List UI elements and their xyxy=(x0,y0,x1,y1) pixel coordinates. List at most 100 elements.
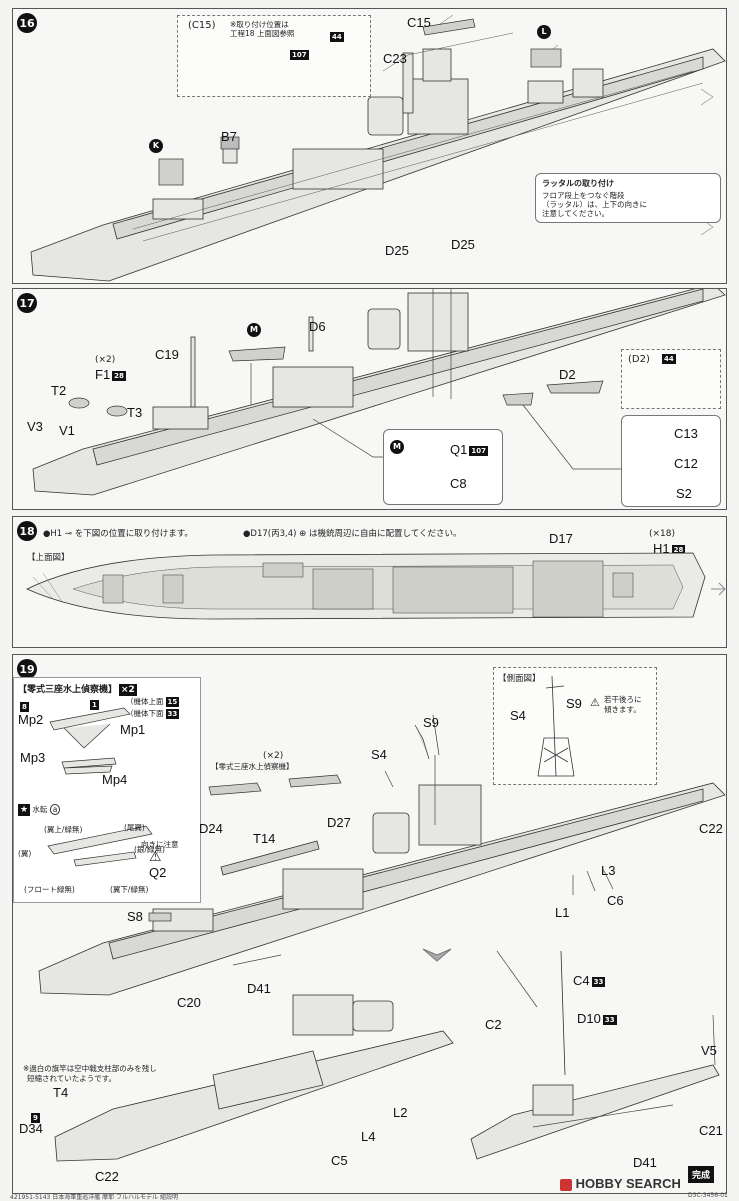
caution-icon: ⚠ xyxy=(149,849,162,865)
label-c22: C22 xyxy=(699,821,723,836)
label-d41: D41 xyxy=(247,981,271,996)
label-c5: C5 xyxy=(331,1153,348,1168)
d2-inset: (D2) 44 xyxy=(621,349,721,409)
label-c23: C23 xyxy=(383,51,407,66)
label-c21: C21 xyxy=(699,1123,723,1138)
color-tag: 28 xyxy=(112,370,126,381)
label-mp3: Mp3 xyxy=(20,750,46,765)
label-c19: C19 xyxy=(155,347,179,362)
step-number: 18 xyxy=(17,521,37,541)
label-c12: C12 xyxy=(674,456,698,471)
ladder-note: ラッタルの取り付け フロア段上をつなぐ階段 （ラッタル）は、上下の向きに 注意し… xyxy=(535,173,721,223)
sub-assembly-k-icon: K xyxy=(149,138,163,153)
label-mp2: Mp2 xyxy=(18,712,44,727)
label-c8: C8 xyxy=(450,476,467,491)
label-d17: D17 xyxy=(549,531,573,546)
color-tag: 107 xyxy=(469,445,488,456)
label-s4-side: S4 xyxy=(510,708,526,723)
label-c2: C2 xyxy=(485,1017,502,1032)
label-d25-right: D25 xyxy=(451,237,475,252)
label-c20: C20 xyxy=(177,995,201,1010)
label-d34: D34 xyxy=(19,1121,43,1136)
sub-assembly-m-icon: M xyxy=(390,439,404,454)
label-d41-2: D41 xyxy=(633,1155,657,1170)
label-t4: T4 xyxy=(53,1085,69,1100)
sub-assembly-l-icon: L xyxy=(537,24,551,39)
color-tag: 8 xyxy=(20,702,29,712)
label-d2: D2 xyxy=(559,367,576,382)
sub-assembly-m-icon: M xyxy=(247,322,261,337)
label-c15: C15 xyxy=(407,15,431,30)
color-tag: 44 xyxy=(330,32,344,42)
label-s9-side: S9 xyxy=(566,696,582,711)
top-view-drawing xyxy=(26,552,726,620)
color-tag: 15 xyxy=(165,697,180,707)
label-q2: Q2 xyxy=(149,865,167,880)
done-badge: 完成 xyxy=(688,1166,715,1183)
page-code: D3C-3456-01 xyxy=(688,1192,728,1199)
c12-assembly-inset: C13 C12 S2 xyxy=(621,415,721,507)
color-tag: 28 xyxy=(671,544,686,555)
label-d27: D27 xyxy=(327,815,351,830)
label-v1: V1 xyxy=(59,423,75,438)
decal-star-icon: ★ xyxy=(18,804,30,816)
step-16-panel: 16 xyxy=(12,8,727,284)
color-tag: 33 xyxy=(165,709,180,719)
ship-drawing-17 xyxy=(32,289,726,496)
label-t3: T3 xyxy=(127,405,143,420)
label-d25-left: D25 xyxy=(385,243,409,258)
ship-drawing-19 xyxy=(38,714,726,1162)
label-mp4: Mp4 xyxy=(102,772,128,787)
c15-inset: (C15) ※取り付け位置は 工程18 上面図参照 107 44 xyxy=(177,15,371,97)
label-s8: S8 xyxy=(127,909,143,924)
caution-icon: ⚠ xyxy=(590,696,600,709)
label-mp1: Mp1 xyxy=(120,722,146,737)
label-c13: C13 xyxy=(674,426,698,441)
ship-drawing-16 xyxy=(30,14,726,282)
label-d24: D24 xyxy=(199,821,223,836)
step-number: 16 xyxy=(17,13,37,33)
color-tag: 1 xyxy=(90,700,99,710)
label-d6: D6 xyxy=(309,319,326,334)
label-s2: S2 xyxy=(676,486,692,501)
step-17-panel: 17 xyxy=(12,237,727,510)
mast-side-drawing xyxy=(537,675,575,777)
label-v3: V3 xyxy=(27,419,43,434)
label-l1: L1 xyxy=(555,905,570,920)
footer-code: 421951-5143 日本海軍重巡洋艦 摩耶 フルハルモデル 組説明 xyxy=(10,1194,178,1201)
label-t2: T2 xyxy=(51,383,67,398)
plane-drawing xyxy=(47,707,153,867)
side-view-inset: 【側面図】 S4 S9 ⚠ 若干後ろに 傾きます。 xyxy=(493,667,657,785)
brand-logo: HOBBY SEARCH xyxy=(560,1176,681,1191)
color-tag: 33 xyxy=(602,1014,617,1025)
step-number: 19 xyxy=(17,659,37,679)
label-l3: L3 xyxy=(601,863,616,878)
step-18-panel: 18 ●H1 ⊸ を下図の位置に取り付けます。 ●D17(丙3,4) ⊕ は機銃… xyxy=(12,516,727,648)
color-tag: 33 xyxy=(591,976,606,987)
color-tag: 44 xyxy=(662,354,676,364)
color-tag: 107 xyxy=(290,50,309,60)
gun-part-icon: ⊸ xyxy=(64,529,73,539)
brand-badge-icon xyxy=(560,1178,572,1191)
label-v5: V5 xyxy=(701,1043,717,1058)
label-t14: T14 xyxy=(253,831,276,846)
color-tag: 9 xyxy=(31,1113,40,1123)
label-l2: L2 xyxy=(393,1105,408,1120)
step-number: 17 xyxy=(17,293,37,313)
label-c22-2: C22 xyxy=(95,1169,119,1184)
mg-part-icon: ⊕ xyxy=(299,529,307,539)
label-s4: S4 xyxy=(371,747,387,762)
label-c6: C6 xyxy=(607,893,624,908)
label-b7: B7 xyxy=(221,129,237,144)
multiplier-badge: ×2 xyxy=(119,683,137,696)
label-l4: L4 xyxy=(361,1129,376,1144)
